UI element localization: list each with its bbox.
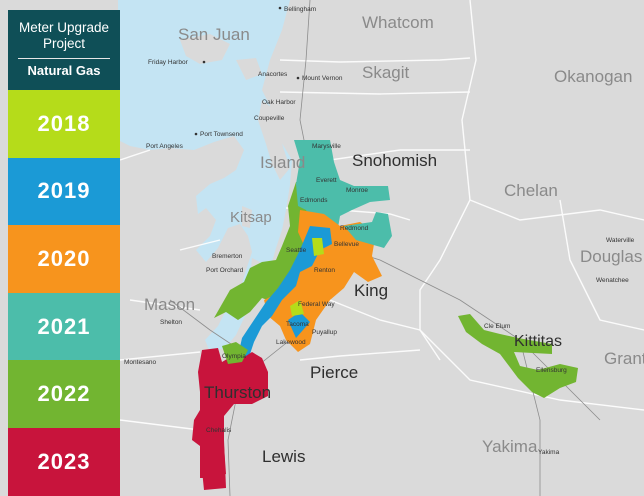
county-label-whatcom: Whatcom bbox=[362, 13, 434, 32]
territory-2023-south bbox=[200, 440, 226, 490]
legend-divider bbox=[18, 58, 110, 59]
county-label-san-juan: San Juan bbox=[178, 25, 250, 44]
territory-2018 bbox=[290, 238, 324, 316]
bainbridge-land bbox=[242, 206, 252, 228]
legend-item-2022: 2022 bbox=[8, 360, 120, 428]
city-label-lakewood: Lakewood bbox=[276, 339, 306, 346]
city-label-renton: Renton bbox=[314, 267, 335, 274]
city-label-tacoma: Tacoma bbox=[286, 321, 309, 328]
city-label-oak-harbor: Oak Harbor bbox=[262, 99, 296, 106]
legend-item-2018: 2018 bbox=[8, 90, 120, 158]
city-label-bremerton: Bremerton bbox=[212, 253, 243, 260]
city-label-coupeville: Coupeville bbox=[254, 115, 285, 122]
county-label-kittitas: Kittitas bbox=[514, 333, 562, 350]
county-label-douglas: Douglas bbox=[580, 247, 642, 266]
county-label-thurston: Thurston bbox=[204, 383, 271, 402]
city-label-port-angeles: Port Angeles bbox=[146, 143, 184, 150]
county-label-mason: Mason bbox=[144, 295, 195, 314]
city-label-edmonds: Edmonds bbox=[300, 197, 328, 204]
territory-2019 bbox=[238, 226, 332, 360]
city-label-everett: Everett bbox=[316, 177, 337, 184]
city-label-friday-harbor: Friday Harbor bbox=[148, 59, 189, 66]
city-label-ellensburg: Ellensburg bbox=[536, 367, 567, 374]
city-label-waterville: Waterville bbox=[606, 237, 635, 244]
city-label-anacortes: Anacortes bbox=[258, 71, 288, 78]
island-county-land bbox=[258, 100, 290, 180]
legend-item-2019: 2019 bbox=[8, 157, 120, 226]
city-label-seattle: Seattle bbox=[286, 247, 307, 254]
legend-title: Meter Upgrade Project bbox=[18, 20, 110, 51]
city-label-port-orchard: Port Orchard bbox=[206, 267, 244, 274]
city-label-port-townsend: Port Townsend bbox=[200, 131, 243, 138]
territory-2022-kittitas bbox=[458, 314, 578, 398]
territory-2022-thurston bbox=[222, 342, 248, 364]
city-label-montesano: Montesano bbox=[124, 359, 157, 366]
city-label-wenatchee: Wenatchee bbox=[596, 277, 629, 284]
legend-header: Meter Upgrade Project Natural Gas bbox=[8, 10, 120, 90]
legend-item-2023: 2023 bbox=[8, 427, 120, 496]
county-label-kitsap: Kitsap bbox=[230, 209, 272, 226]
city-label-federal-way: Federal Way bbox=[298, 301, 335, 308]
territory-2019-b bbox=[288, 312, 310, 338]
county-label-grant: Grant bbox=[604, 349, 644, 368]
city-label-chehalis: Chehalis bbox=[206, 427, 232, 434]
legend-subtitle: Natural Gas bbox=[27, 63, 101, 78]
city-label-yakima: Yakima bbox=[538, 449, 560, 456]
county-label-snohomish: Snohomish bbox=[352, 151, 437, 170]
city-label-monroe: Monroe bbox=[346, 187, 368, 194]
county-label-skagit: Skagit bbox=[362, 63, 410, 82]
city-label-shelton: Shelton bbox=[160, 319, 182, 326]
city-label-mount-vernon: Mount Vernon bbox=[302, 75, 343, 82]
city-label-marysville: Marysville bbox=[312, 143, 341, 150]
county-label-chelan: Chelan bbox=[504, 181, 558, 200]
county-label-lewis: Lewis bbox=[262, 447, 305, 466]
county-label-king: King bbox=[354, 281, 388, 300]
puget-sound-water bbox=[118, 0, 292, 352]
city-label-redmond: Redmond bbox=[340, 225, 369, 232]
legend-item-2021: 2021 bbox=[8, 292, 120, 361]
county-label-pierce: Pierce bbox=[310, 363, 358, 382]
san-juan-islands-land bbox=[180, 34, 262, 80]
territory-2021-east bbox=[344, 212, 392, 248]
county-label-island: Island bbox=[260, 153, 305, 172]
legend-item-2020: 2020 bbox=[8, 225, 120, 293]
city-label-cle-elum: Cle Elum bbox=[484, 323, 510, 330]
city-label-puyallup: Puyallup bbox=[312, 329, 337, 336]
county-label-yakima: Yakima bbox=[482, 437, 538, 456]
county-label-okanogan: Okanogan bbox=[554, 67, 632, 86]
city-label-bellevue: Bellevue bbox=[334, 241, 359, 248]
city-label-bellingham: Bellingham bbox=[284, 6, 316, 13]
city-label-olympia: Olympia bbox=[222, 353, 246, 360]
